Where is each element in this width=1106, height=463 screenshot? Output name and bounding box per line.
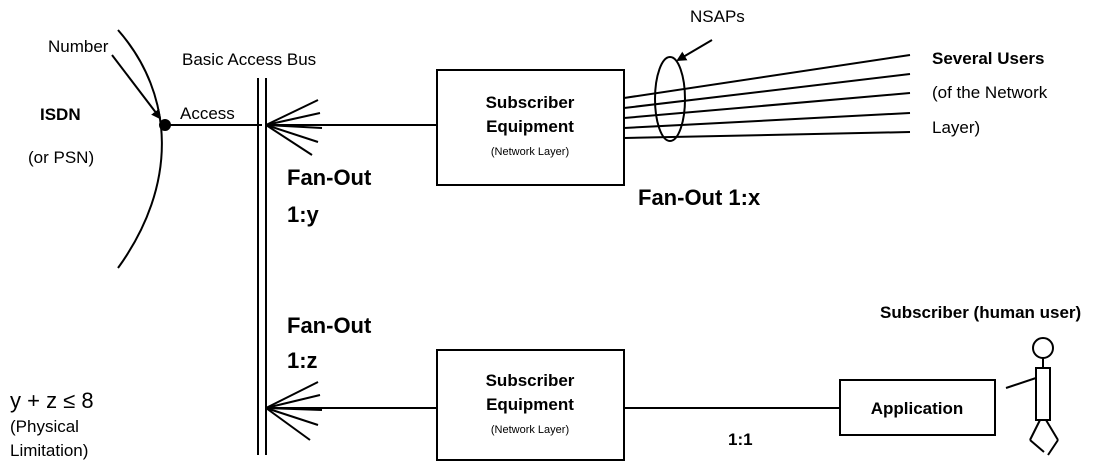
isdn-boundary-arc <box>117 29 163 269</box>
number-arrow <box>111 54 162 120</box>
upper-subscriber-equipment: Subscriber Equipment (Network Layer) <box>436 69 625 186</box>
application-box: Application <box>839 379 996 436</box>
several-users-line2: (of the Network <box>932 83 1048 102</box>
number-label: Number <box>48 37 109 56</box>
physical-line2: Limitation) <box>10 441 88 460</box>
basic-access-bus-label: Basic Access Bus <box>182 50 316 69</box>
lower-equipment-line3: (Network Layer) <box>491 424 569 436</box>
lower-equipment-line2: Equipment <box>486 395 574 414</box>
physical-line1: (Physical <box>10 417 79 436</box>
several-users-label: Several Users <box>932 49 1044 68</box>
fanout-z-lines <box>265 381 323 441</box>
access-label: Access <box>180 104 235 123</box>
nsaps-label: NSAPs <box>690 7 745 26</box>
fanout-z-ratio: 1:z <box>287 348 318 373</box>
upper-equipment-line3: (Network Layer) <box>491 146 569 158</box>
fanout-x-label: Fan-Out 1:x <box>638 185 761 210</box>
application-label: Application <box>871 399 964 418</box>
lower-subscriber-equipment: Subscriber Equipment (Network Layer) <box>436 349 625 461</box>
several-users-line3: Layer) <box>932 118 980 137</box>
subscriber-human-label: Subscriber (human user) <box>880 303 1081 322</box>
one-to-one-label: 1:1 <box>728 430 753 449</box>
lower-equipment-line1: Subscriber <box>486 371 575 390</box>
upper-equipment-line2: Equipment <box>486 117 574 136</box>
nsap-ellipse <box>654 56 686 142</box>
fanout-y-lines <box>265 99 323 156</box>
or-psn-label: (or PSN) <box>28 148 94 167</box>
fanout-y-ratio: 1:y <box>287 202 320 227</box>
fanout-y-title: Fan-Out <box>287 165 372 190</box>
human-user-figure <box>1005 337 1059 456</box>
upper-equipment-line1: Subscriber <box>486 93 575 112</box>
isdn-label: ISDN <box>40 105 81 124</box>
nsap-arrow <box>676 39 713 62</box>
fanout-z-title: Fan-Out <box>287 313 372 338</box>
constraint-label: y + z ≤ 8 <box>10 388 94 413</box>
user-lines <box>623 54 911 139</box>
